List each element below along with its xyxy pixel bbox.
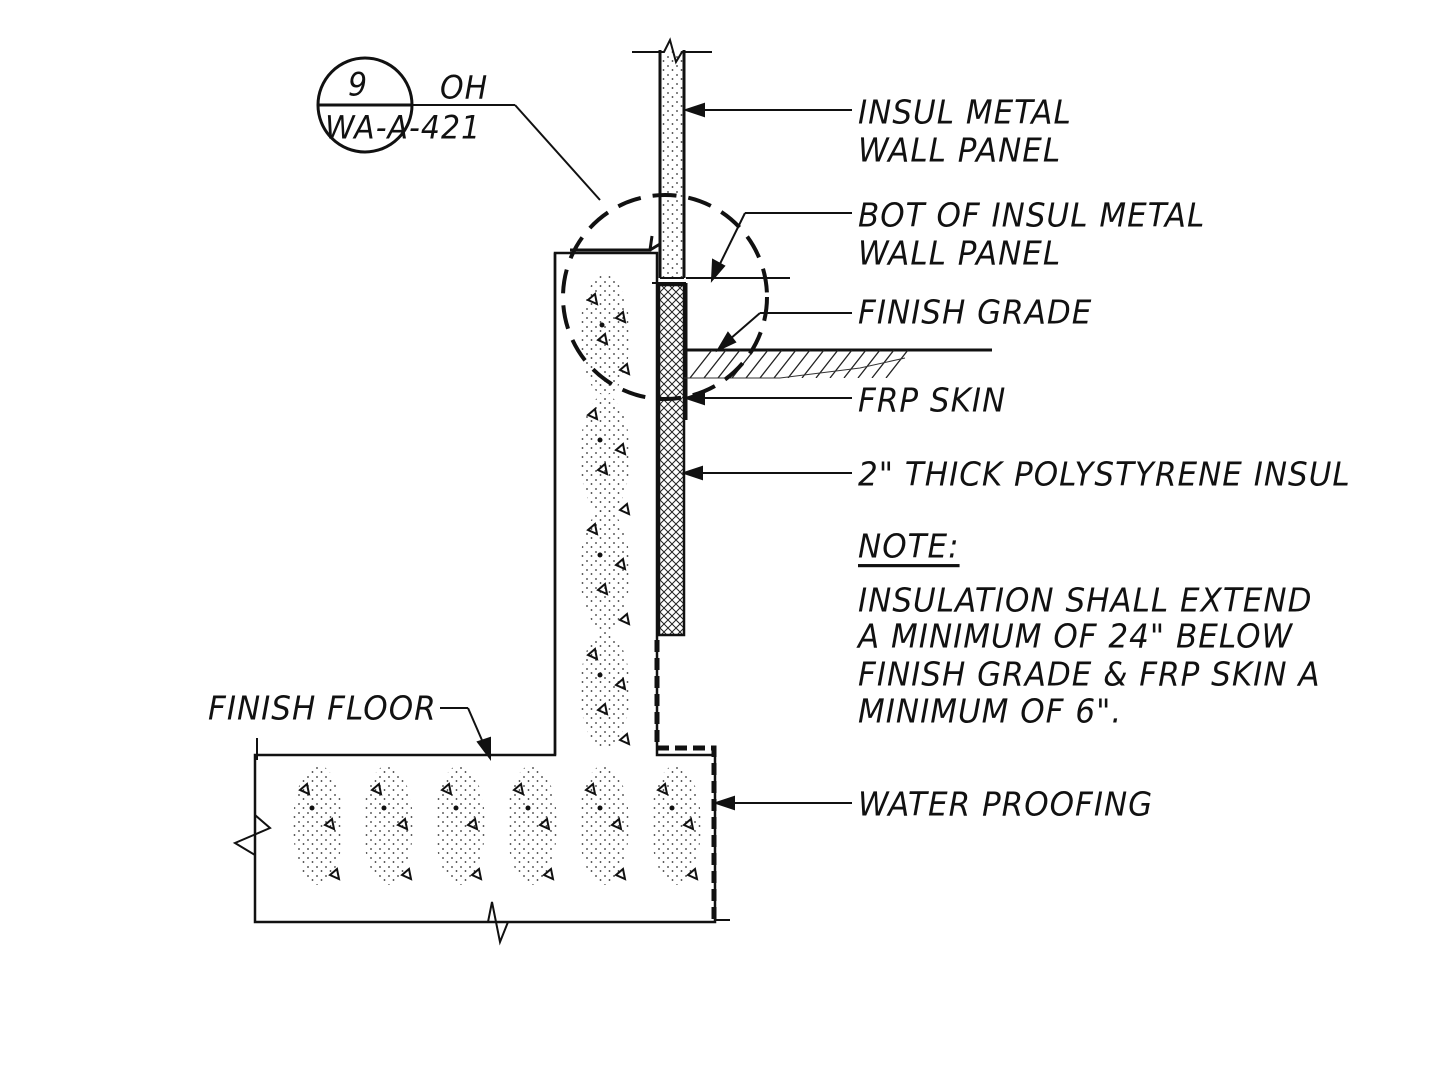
note-line-4: MINIMUM OF 6". bbox=[858, 693, 1123, 732]
leader-lines bbox=[440, 102, 852, 811]
water-proofing bbox=[654, 640, 730, 921]
callout-finish-grade: FINISH GRADE bbox=[858, 294, 1093, 333]
callout-bot-of-panel-line1: BOT OF INSUL METAL bbox=[858, 197, 1206, 236]
top-flashing bbox=[570, 235, 661, 252]
detail-reference-bubble bbox=[316, 56, 601, 201]
callout-insul-metal-wall-panel-line1: INSUL METAL bbox=[858, 94, 1072, 133]
insul-metal-wall-panel bbox=[632, 37, 712, 279]
concrete-foundation bbox=[253, 251, 717, 924]
callout-polystyrene-insul: 2" THICK POLYSTYRENE INSUL bbox=[858, 456, 1351, 495]
callout-finish-floor: FINISH FLOOR bbox=[208, 690, 437, 729]
note-line-3: FINISH GRADE & FRP SKIN A bbox=[858, 656, 1321, 695]
note-heading: NOTE: bbox=[858, 528, 960, 567]
note-line-2: A MINIMUM OF 24" BELOW bbox=[858, 618, 1294, 657]
callout-insul-metal-wall-panel-line2: WALL PANEL bbox=[858, 132, 1062, 171]
concrete-aggregate-wall bbox=[580, 275, 631, 748]
finish-grade bbox=[684, 348, 992, 379]
detail-number: 9 bbox=[348, 67, 369, 105]
callout-water-proofing: WATER PROOFING bbox=[858, 786, 1154, 825]
detail-sheet-number: WA-A-421 bbox=[325, 110, 482, 148]
callout-frp-skin: FRP SKIN bbox=[858, 382, 1007, 421]
polystyrene-insulation bbox=[657, 283, 686, 637]
bottom-break-line bbox=[478, 901, 518, 946]
concrete-aggregate-slab bbox=[293, 765, 701, 885]
callout-bot-of-panel-line2: WALL PANEL bbox=[858, 235, 1062, 274]
left-break-line bbox=[232, 805, 272, 865]
detail-suffix: OH bbox=[440, 70, 489, 108]
detail-enlargement-circle bbox=[561, 193, 769, 401]
note-line-1: INSULATION SHALL EXTEND bbox=[858, 582, 1313, 621]
